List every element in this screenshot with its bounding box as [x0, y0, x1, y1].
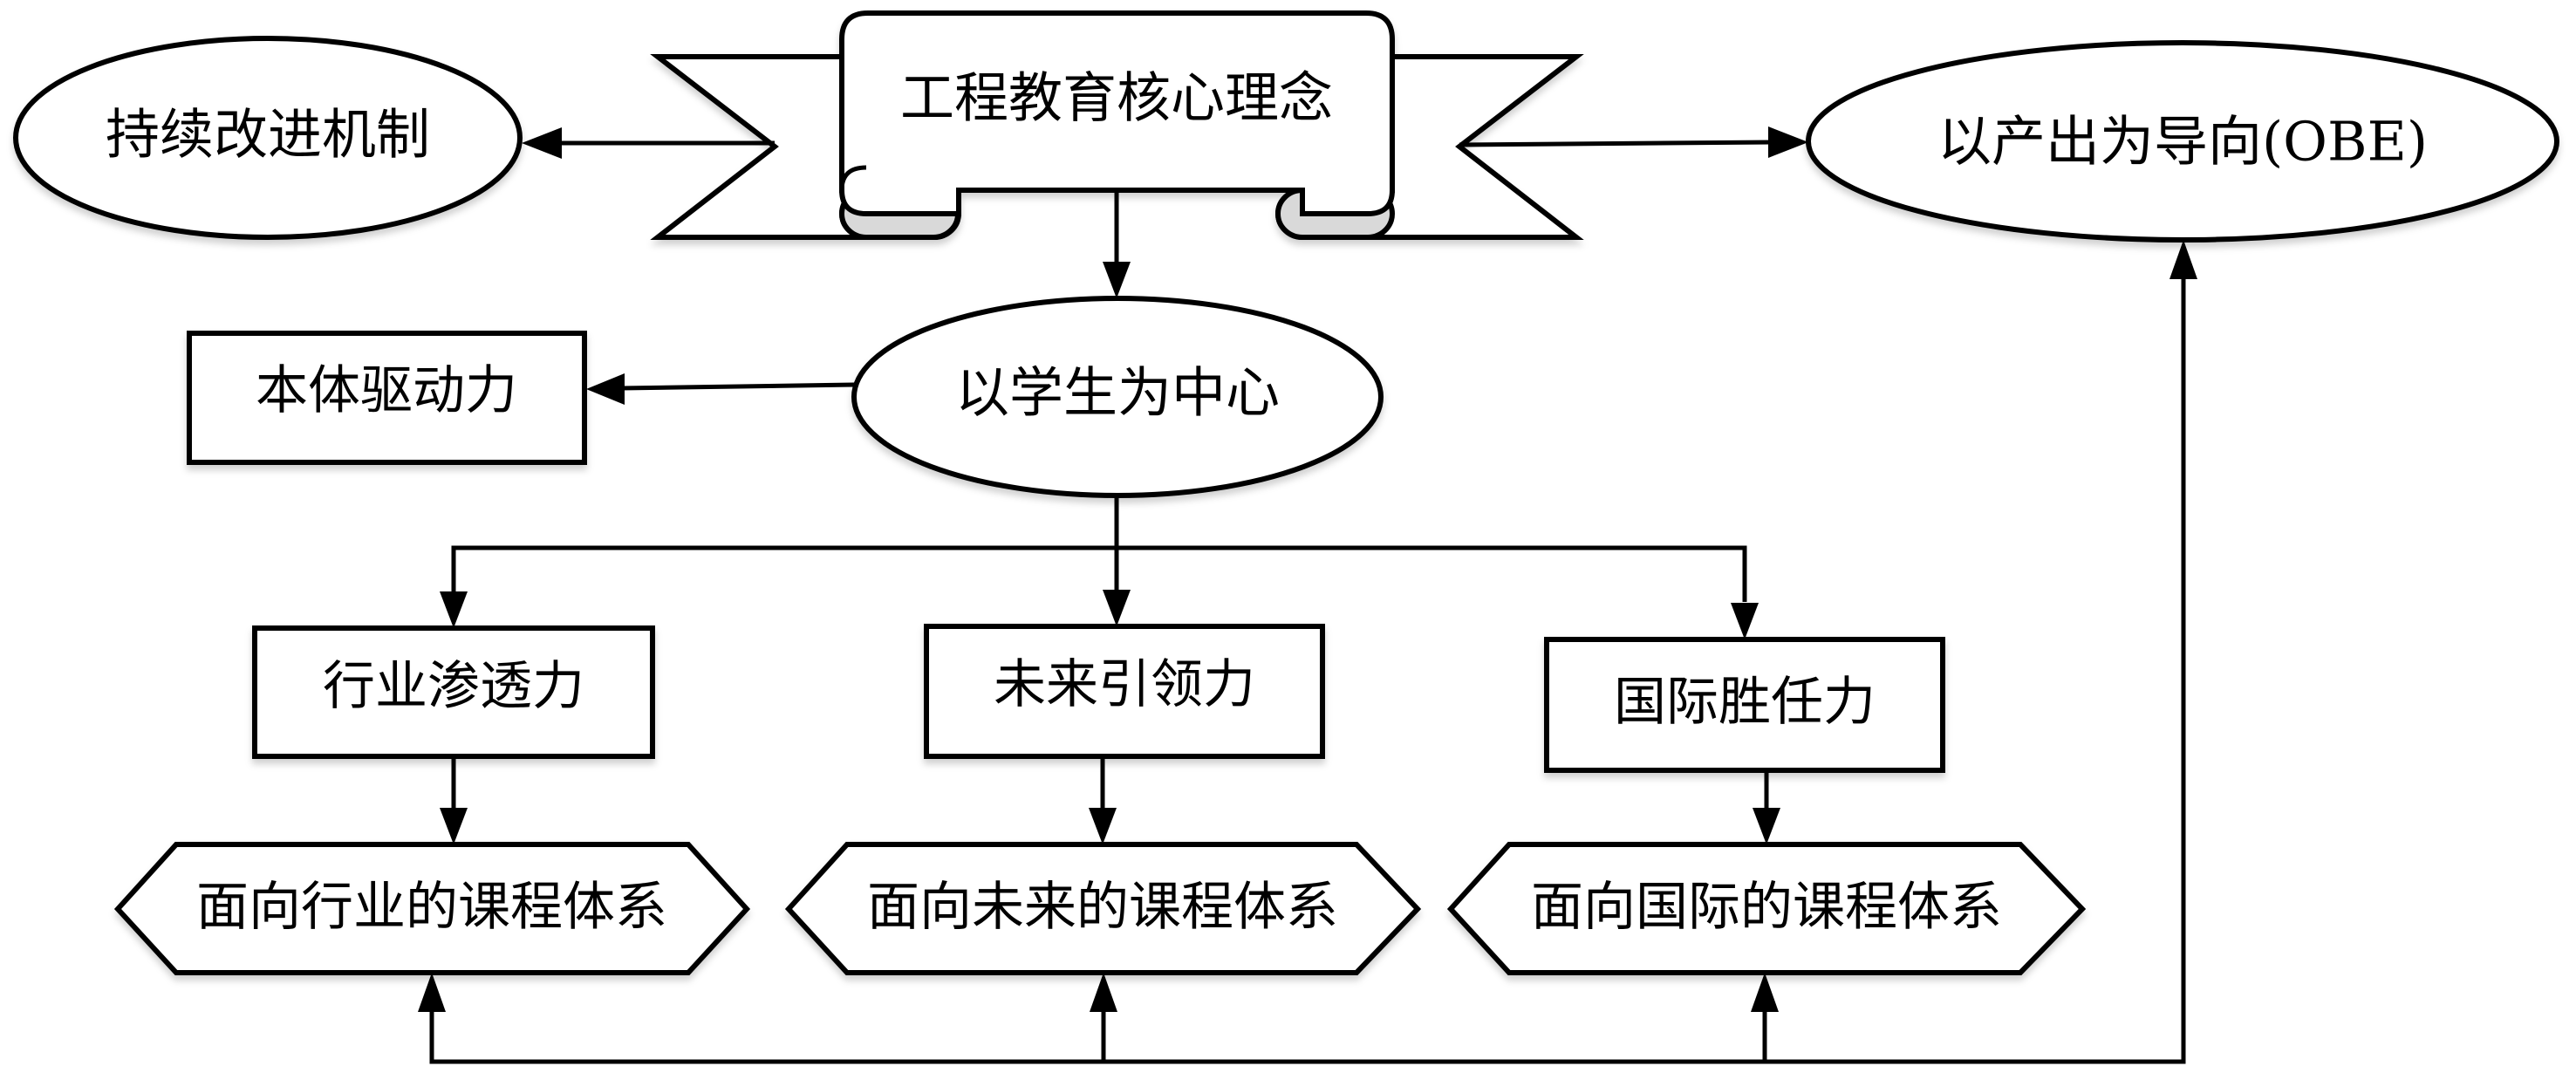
intrinsic-drive-node[interactable]: 本体驱动力 — [187, 331, 587, 465]
international-curriculum-hexagon — [1446, 842, 2087, 975]
international-curriculum-label: 面向国际的课程体系 — [1531, 877, 2002, 938]
continuous-improvement-label: 持续改进机制 — [106, 103, 430, 167]
core-banner[interactable]: 工程教育核心理念 — [650, 10, 1584, 240]
industry-penetration-box — [252, 625, 655, 759]
continuous-improvement-ellipse — [13, 36, 523, 240]
arrowhead-icon — [1731, 603, 1759, 639]
future-curriculum-label: 面向未来的课程体系 — [867, 877, 1338, 938]
edge-student-to-intrinsic — [586, 373, 855, 405]
industry-penetration-label: 行业渗透力 — [323, 656, 584, 717]
arrowhead-icon — [440, 591, 468, 628]
arrowhead-icon — [440, 808, 468, 844]
industry-curriculum-hexagon — [113, 842, 751, 975]
edge-feedback-bus-to-obe — [418, 240, 2197, 1064]
obe-ellipse — [1806, 40, 2559, 243]
industry-penetration-node[interactable]: 行业渗透力 — [252, 625, 655, 759]
future-curriculum-node[interactable]: 面向未来的课程体系 — [784, 842, 1422, 975]
arrowhead-icon — [586, 373, 625, 405]
intrinsic-drive-box — [187, 331, 587, 465]
arrowhead-icon — [1751, 973, 1779, 1012]
obe-label: 以产出为导向(OBE) — [1937, 110, 2428, 174]
international-competence-label: 国际胜任力 — [1614, 672, 1876, 733]
edge-student-branch — [440, 495, 1759, 639]
intrinsic-drive-label: 本体驱动力 — [256, 360, 517, 421]
arrowhead-icon — [1090, 973, 1117, 1012]
student-centered-label: 以学生为中心 — [955, 361, 1280, 425]
arrowhead-icon — [1768, 126, 1808, 158]
international-competence-node[interactable]: 国际胜任力 — [1544, 637, 1945, 773]
student-centered-node[interactable]: 以学生为中心 — [851, 296, 1384, 498]
arrowhead-icon — [418, 973, 446, 1012]
continuous-improvement-node[interactable]: 持续改进机制 — [13, 36, 523, 240]
future-leadership-label: 未来引领力 — [994, 654, 1255, 715]
arrowhead-icon — [1103, 262, 1131, 298]
obe-node[interactable]: 以产出为导向(OBE) — [1806, 40, 2559, 243]
international-curriculum-node[interactable]: 面向国际的课程体系 — [1446, 842, 2087, 975]
industry-curriculum-label: 面向行业的课程体系 — [196, 877, 667, 938]
edge-capabilities-to-curricula — [440, 756, 1780, 844]
banner-panel — [839, 10, 1395, 216]
arrowhead-icon — [2169, 240, 2197, 279]
arrowhead-icon — [1753, 808, 1780, 844]
future-leadership-box — [924, 624, 1325, 759]
banner-panel-bottom — [839, 165, 867, 191]
edge-core-to-student — [1103, 190, 1131, 298]
core-label: 工程教育核心理念 — [900, 66, 1333, 130]
edge-core-to-continuous — [522, 127, 775, 159]
arrowhead-icon — [1103, 590, 1131, 626]
edge-core-to-obe — [1459, 126, 1808, 158]
arrowhead-icon — [522, 127, 562, 159]
arrowhead-icon — [1089, 808, 1117, 844]
industry-curriculum-node[interactable]: 面向行业的课程体系 — [113, 842, 751, 975]
future-leadership-node[interactable]: 未来引领力 — [924, 624, 1325, 759]
future-curriculum-hexagon — [784, 842, 1422, 975]
